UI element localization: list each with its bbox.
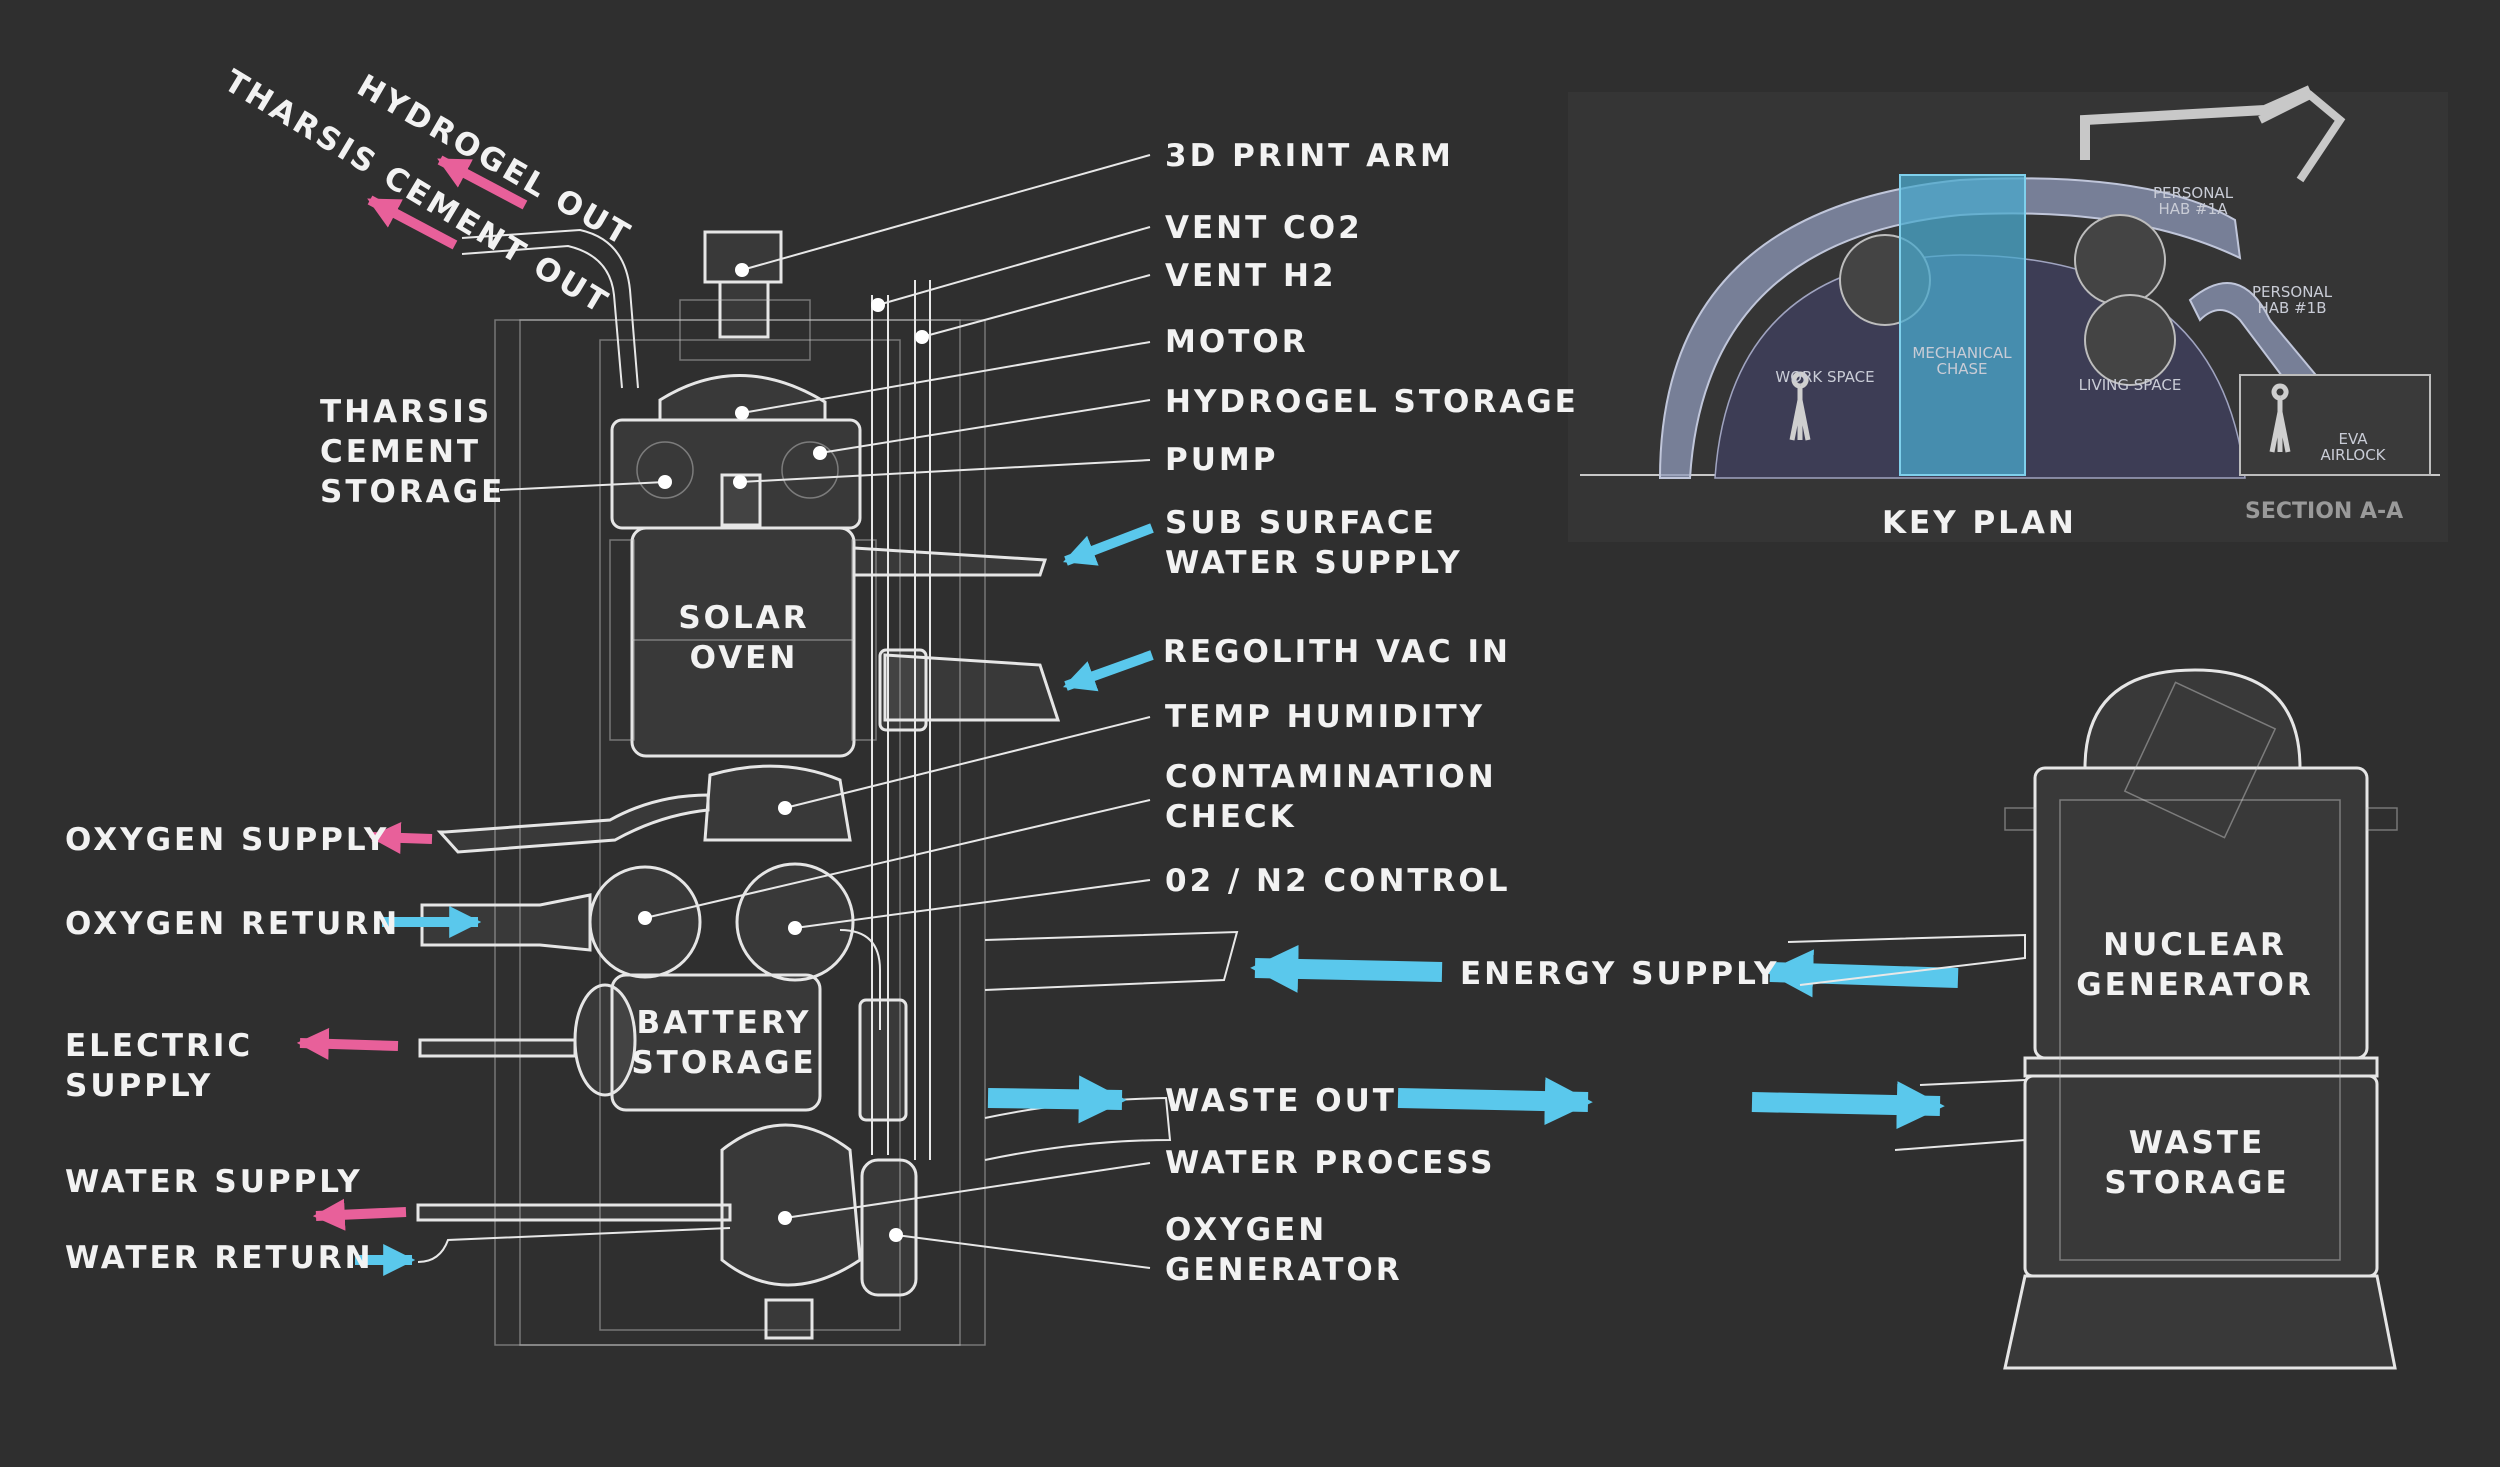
contamination-check-label-2: CHECK [1165, 799, 1297, 835]
energy-supply-arrow-left [1250, 944, 1443, 993]
personal-hab-1b-label-2: HAB #1B [2257, 299, 2326, 317]
regolith-vac-label: REGOLITH VAC IN [1163, 634, 1511, 670]
tharsis-cement-storage-label-1: THARSIS [320, 394, 492, 430]
flow-arrows [296, 155, 1959, 1277]
oxygen-supply-arrow [368, 821, 433, 854]
battery-storage-label-2: STORAGE [631, 1045, 816, 1081]
waste-out-arrow-2 [1397, 1077, 1593, 1126]
solar-oven [630, 526, 856, 758]
water-supply-label: WATER SUPPLY [65, 1164, 363, 1200]
oxygen-generator-label-1: OXYGEN [1165, 1212, 1327, 1248]
oxygen-supply-label: OXYGEN SUPPLY [65, 822, 389, 858]
water-process-unit [720, 1123, 862, 1287]
temp-humidity-label: TEMP HUMIDITY [1165, 699, 1485, 735]
waste-storage-label-2: STORAGE [2104, 1165, 2289, 1201]
vent-h2-label: VENT H2 [1165, 258, 1337, 294]
waste-out-arrow-3 [1751, 1081, 1945, 1130]
tharsis-cement-storage-label-3: STORAGE [320, 474, 505, 510]
hydrogel-out-arrow [437, 155, 528, 210]
oxygen-generator-unit [860, 1158, 918, 1297]
sub-surface-water-arrow [1063, 523, 1154, 566]
oxygen-generator-label-2: GENERATOR [1165, 1252, 1403, 1288]
oxygen-return-label: OXYGEN RETURN [65, 906, 400, 942]
vent-co2-label: VENT CO2 [1165, 210, 1363, 246]
living-space-label: LIVING SPACE [2079, 376, 2182, 394]
personal-hab-1a-label-1: PERSONAL [2153, 184, 2234, 202]
solar-oven-label-1: SOLAR [678, 600, 809, 636]
electric-supply-label-2: SUPPLY [65, 1068, 213, 1104]
solar-oven-label-2: OVEN [690, 640, 799, 676]
nuclear-generator-label-1: NUCLEAR [2103, 927, 2287, 963]
waste-storage-label-1: WASTE [2129, 1125, 2265, 1161]
water-return-label: WATER RETURN [65, 1240, 374, 1276]
regolith-vac-arrow [1062, 650, 1154, 692]
mechanical-chase-highlight [1899, 174, 2026, 476]
print-arm-label: 3D PRINT ARM [1165, 138, 1454, 174]
leader-lines [499, 154, 1151, 1269]
sub-surface-water-label-2: WATER SUPPLY [1165, 545, 1463, 581]
tharsis-cement-storage-label-2: CEMENT [320, 434, 481, 470]
battery-storage [610, 973, 822, 1112]
key-plan-title: KEY PLAN [1882, 505, 2077, 541]
waste-out-arrow-1 [987, 1075, 1127, 1124]
mechanical-chase-label-2: CHASE [1936, 360, 1987, 378]
eva-airlock-label-2: AIRLOCK [2320, 446, 2386, 464]
cement-out-arrow [367, 195, 458, 250]
electric-supply-arrow [296, 1027, 399, 1060]
energy-supply-label: ENERGY SUPPLY [1460, 956, 1779, 992]
hydrogel-storage-label: HYDROGEL STORAGE [1165, 384, 1579, 420]
life-support-column [416, 228, 1239, 1346]
temp-humidity-unit [703, 764, 852, 842]
o2-n2-control-label: 02 / N2 CONTROL [1165, 863, 1511, 899]
key-plan [1568, 85, 2448, 542]
electric-supply-label-1: ELECTRIC [65, 1028, 253, 1064]
nuclear-generator-label-2: GENERATOR [2076, 967, 2314, 1003]
eva-airlock-label-1: EVA [2338, 430, 2368, 448]
motor-label: MOTOR [1165, 324, 1309, 360]
energy-supply-arrow-right [1765, 949, 1959, 998]
personal-hab-1a-label-2: HAB #1A [2159, 200, 2229, 218]
mechanical-chase-label-1: MECHANICAL [1912, 344, 2012, 362]
section-label: SECTION A-A [2245, 499, 2403, 524]
personal-hab-1b-label-1: PERSONAL [2252, 283, 2333, 301]
work-space-label: WORK SPACE [1775, 368, 1874, 386]
battery-storage-label-1: BATTERY [636, 1005, 811, 1041]
pump-label: PUMP [1165, 442, 1278, 478]
waste-out-label: WASTE OUT [1165, 1083, 1397, 1119]
water-supply-arrow [312, 1198, 407, 1231]
nuclear-waste-unit [1787, 668, 2398, 1370]
sub-surface-water-label-1: SUB SURFACE [1165, 505, 1437, 541]
contamination-check-label-1: CONTAMINATION [1165, 759, 1497, 795]
water-process-label: WATER PROCESS [1165, 1145, 1496, 1181]
